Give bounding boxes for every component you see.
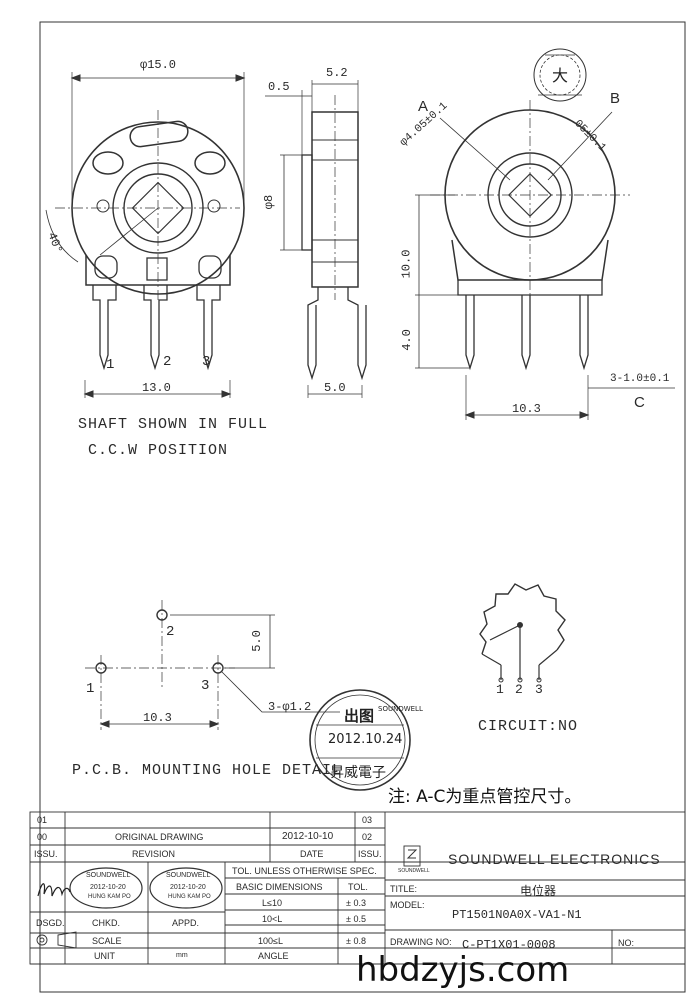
circuit-pin-3-label: 3 <box>535 682 543 697</box>
model-value: PT1501N0A0X-VA1-N1 <box>452 908 582 922</box>
side-bottom-dim: 5.0 <box>324 381 346 395</box>
label-a: A <box>418 98 429 115</box>
rev-row-2-date: 2012-10-10 <box>282 831 334 842</box>
rev-row-1-no: 01 <box>37 815 48 825</box>
designer-signature <box>37 883 71 897</box>
shaft-note-line2: C.C.W POSITION <box>88 442 229 459</box>
rev-row-2-no2: 02 <box>362 832 373 842</box>
tol-row-3-value: ± 0.8 <box>346 936 366 946</box>
tol-row-2-range: 10<L <box>262 914 283 924</box>
rev-row-2-text: ORIGINAL DRAWING <box>115 832 204 842</box>
chkd-label: CHKD. <box>92 918 121 928</box>
dsgd-label: DSGD. <box>36 918 65 928</box>
side-top-dim: 5.2 <box>326 66 348 80</box>
rev-row-2-no: 00 <box>37 832 48 842</box>
chkd-stamp-date: 2012-10-20 <box>90 884 126 891</box>
back-view <box>415 100 675 420</box>
front-pin-3-label: 3 <box>202 354 211 370</box>
front-width-dim: φ15.0 <box>140 58 177 72</box>
front-pin-2-label: 2 <box>163 354 172 370</box>
watermark: hbdzyjs.com <box>356 950 570 990</box>
outgoing-stamp <box>309 689 411 791</box>
logo-text: SOUNDWELL <box>398 868 430 874</box>
header-issu-2: ISSU. <box>358 849 382 859</box>
title-label: TITLE: <box>390 884 418 894</box>
pcb-pin-2-label: 2 <box>166 624 175 640</box>
rev-row-1-no2: 03 <box>362 815 373 825</box>
tol-heading: TOL. UNLESS OTHERWISE SPEC. <box>232 866 377 876</box>
back-pin-width-dim: 3-1.0±0.1 <box>610 373 670 385</box>
circuit-pin-2-label: 2 <box>515 682 523 697</box>
appd-label: APPD. <box>172 918 200 928</box>
basic-dimensions-label: BASIC DIMENSIONS <box>236 882 323 892</box>
pcb-height-dim: 5.0 <box>249 630 264 652</box>
pcb-title: P.C.B. MOUNTING HOLE DETAIL <box>72 762 343 779</box>
tol-row-2-value: ± 0.5 <box>346 914 366 924</box>
control-dimension-note: 注: A-C为重点管控尺寸。 <box>388 787 582 807</box>
front-span-dim: 13.0 <box>142 381 171 395</box>
outgoing-stamp-date: 2012.10.24 <box>328 732 403 747</box>
appd-stamp-place: HUNG KAM PO <box>168 894 211 900</box>
pcb-pin-1-label: 1 <box>86 681 95 697</box>
outgoing-stamp-tag: SOUNDWELL <box>378 705 423 713</box>
tol-row-3-range: 100≤L <box>258 936 283 946</box>
unit-value: mm <box>176 952 188 959</box>
appd-stamp-date: 2012-10-20 <box>170 884 206 891</box>
side-view <box>265 80 367 398</box>
label-c: C <box>634 394 645 411</box>
tol-label: TOL. <box>348 882 368 892</box>
side-shaft-dim: φ8 <box>262 194 277 210</box>
outgoing-stamp-line3: 昇威電子 <box>330 765 386 781</box>
chkd-stamp-name: SOUNDWELL <box>86 872 131 879</box>
chkd-stamp-place: HUNG KAM PO <box>88 894 131 900</box>
title-value: 电位器 <box>520 884 557 898</box>
circuit-pin-1-label: 1 <box>496 682 504 697</box>
title-block <box>29 811 686 965</box>
top-right-stamp-text: 大 <box>552 66 569 85</box>
outgoing-stamp-line1: 出图 <box>344 707 375 725</box>
no-label: NO: <box>618 938 635 948</box>
pcb-span-dim: 10.3 <box>143 711 172 725</box>
unit-label: UNIT <box>94 951 115 961</box>
drawing-no-label: DRAWING NO: <box>390 937 452 947</box>
model-label: MODEL: <box>390 900 425 910</box>
top-right-stamp <box>533 48 587 102</box>
pcb-detail <box>85 600 340 730</box>
front-view <box>45 72 246 398</box>
label-b: B <box>610 90 621 107</box>
header-issu: ISSU. <box>34 849 58 859</box>
header-date: DATE <box>300 849 324 859</box>
front-pin-1-label: 1 <box>106 357 115 373</box>
angle-label: ANGLE <box>258 951 289 961</box>
circuit-label: CIRCUIT:NO <box>478 718 579 735</box>
pcb-pin-3-label: 3 <box>201 678 210 694</box>
shaft-note-line1: SHAFT SHOWN IN FULL <box>78 416 269 433</box>
tol-row-1-value: ± 0.3 <box>346 898 366 908</box>
back-span-dim: 10.3 <box>512 402 541 416</box>
tol-row-1-range: L≤10 <box>262 898 282 908</box>
header-revision: REVISION <box>132 849 176 859</box>
back-height-dim: 10.0 <box>399 249 414 279</box>
side-offset-dim: 0.5 <box>268 80 290 94</box>
sheet-border <box>39 21 686 993</box>
back-pin-dim: 4.0 <box>399 329 414 351</box>
scale-label: SCALE <box>92 936 122 946</box>
company-name: SOUNDWELL ELECTRONICS <box>448 851 661 867</box>
circuit-symbol <box>479 583 566 683</box>
appd-stamp-name: SOUNDWELL <box>166 872 211 879</box>
drawing-no-value: C-PT1X01-0008 <box>462 938 556 952</box>
pcb-hole-dim: 3-φ1.2 <box>268 700 312 714</box>
